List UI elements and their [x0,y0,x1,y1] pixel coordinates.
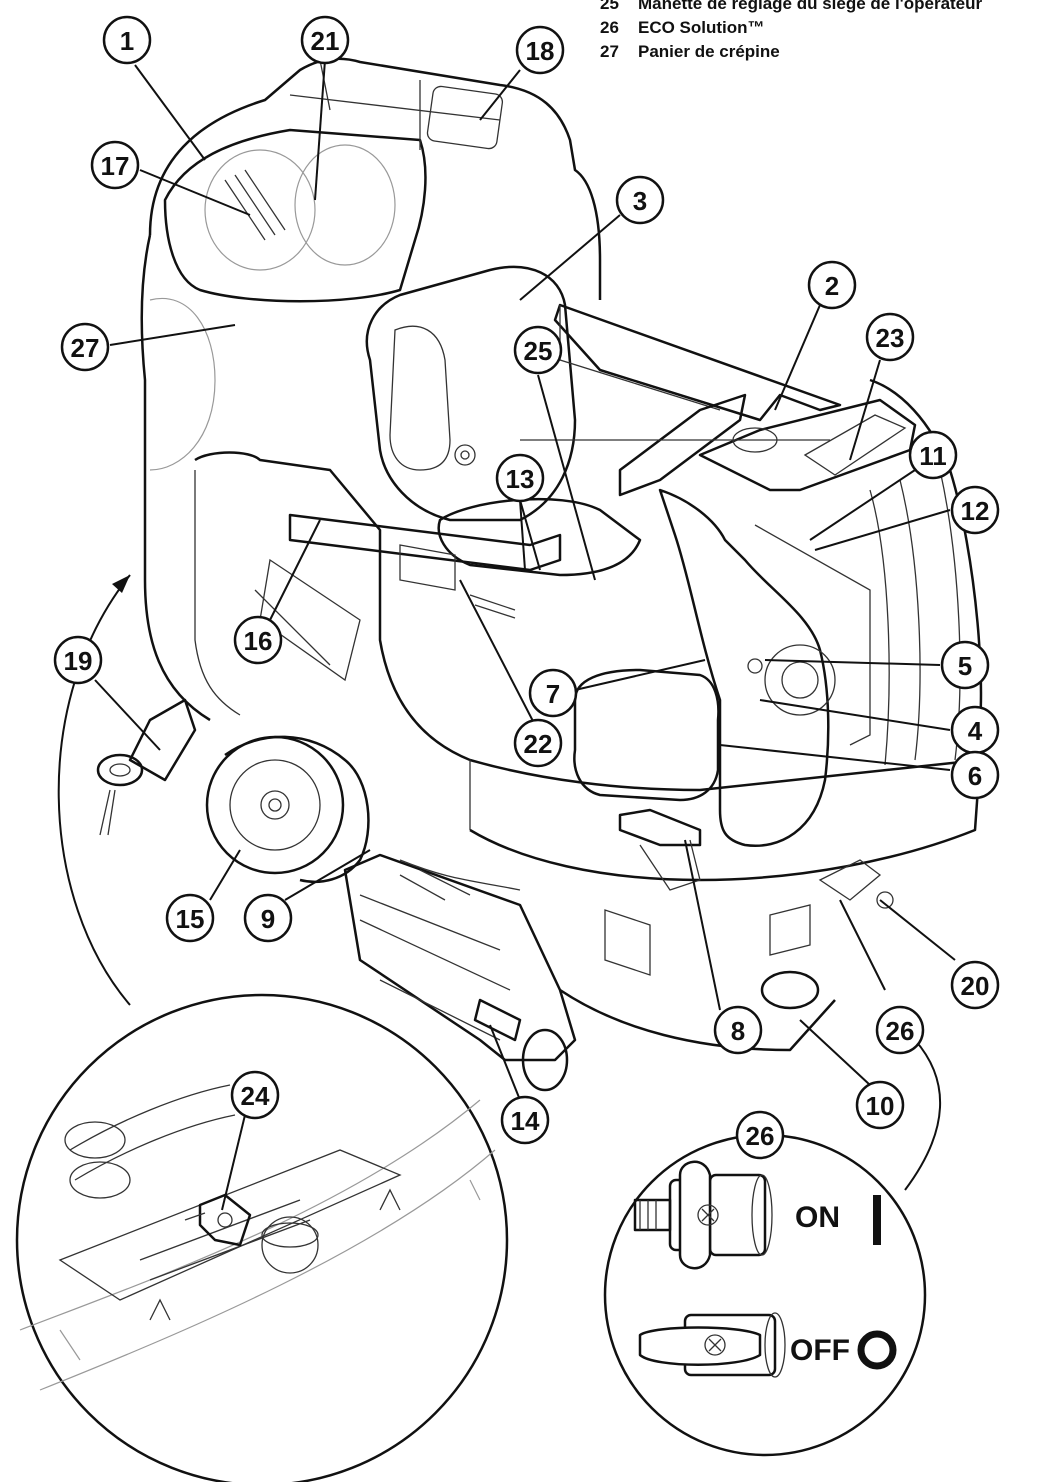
callout-16: 16 [233,615,283,665]
svg-text:6: 6 [968,761,982,791]
callout-21: 21 [300,15,350,65]
svg-text:14: 14 [511,1106,540,1136]
callout-20: 20 [950,960,1000,1010]
valve-off: OFF [638,1312,897,1378]
callout-17: 17 [90,140,140,190]
svg-text:4: 4 [968,716,983,746]
svg-text:18: 18 [526,36,555,66]
callout-25: 25 [513,325,563,375]
svg-text:17: 17 [101,151,130,181]
callout-6: 6 [950,750,1000,800]
svg-text:3: 3 [633,186,647,216]
legend-text: Manette de réglage du siège de l'opérate… [638,0,983,13]
callout-27: 27 [60,322,110,372]
leader-lines [94,59,956,1211]
legend-text: Panier de crépine [638,42,780,61]
svg-text:2: 2 [825,271,839,301]
svg-text:15: 15 [176,904,205,934]
svg-text:25: 25 [524,336,553,366]
legend-number: 26 [600,18,619,37]
callout-11: 11 [908,430,958,480]
inset-eco-valve: ON OFF [603,1039,941,1457]
svg-text:13: 13 [506,464,535,494]
svg-text:8: 8 [731,1016,745,1046]
svg-text:1: 1 [120,26,134,56]
callout-13: 13 [495,453,545,503]
callout-3: 3 [615,175,665,225]
svg-text:7: 7 [546,679,560,709]
callout-15: 15 [165,893,215,943]
callout-24: 24 [230,1070,280,1120]
svg-text:23: 23 [876,323,905,353]
svg-text:16: 16 [244,626,273,656]
svg-text:24: 24 [241,1081,270,1111]
svg-text:26: 26 [886,1016,915,1046]
callout-5: 5 [940,640,990,690]
callout-10: 10 [855,1080,905,1130]
svg-text:9: 9 [261,904,275,934]
legend-row: 27 Panier de crépine [600,42,780,62]
svg-text:27: 27 [71,333,100,363]
off-label: OFF [790,1334,850,1367]
legend-number: 27 [600,42,619,61]
callout-12: 12 [950,485,1000,535]
svg-text:22: 22 [524,729,553,759]
off-symbol [857,1330,897,1370]
legend-number: 25 [600,0,619,13]
svg-text:20: 20 [961,971,990,1001]
callouts: 1 21 18 17 3 2 23 27 25 11 12 13 19 16 5… [53,15,1000,1160]
callout-19: 19 [53,635,103,685]
callout-7: 7 [528,668,578,718]
svg-text:26: 26 [746,1121,775,1151]
svg-text:12: 12 [961,496,990,526]
svg-text:11: 11 [919,441,947,471]
callout-1: 1 [102,15,152,65]
callout-14: 14 [500,1095,550,1145]
legend-row: 25 Manette de réglage du siège de l'opéra… [600,0,982,14]
on-label: ON [795,1201,840,1234]
callout-2: 2 [807,260,857,310]
inset-detail-left [15,574,509,1482]
valve-on: ON [633,1160,881,1270]
callout-8: 8 [713,1005,763,1055]
callout-22: 22 [513,718,563,768]
svg-text:5: 5 [958,651,972,681]
callout-18: 18 [515,25,565,75]
legend-row: 26 ECO Solution™ [600,18,765,38]
on-symbol [873,1195,881,1245]
callout-26: 26 [875,1005,925,1055]
svg-text:19: 19 [64,646,93,676]
callout-9: 9 [243,893,293,943]
machine-drawing [96,57,983,1092]
svg-text:21: 21 [311,26,340,56]
svg-text:10: 10 [866,1091,895,1121]
callout-26-inset: 26 [735,1110,785,1160]
legend-text: ECO Solution™ [638,18,765,37]
callout-4: 4 [950,705,1000,755]
callout-23: 23 [865,312,915,362]
